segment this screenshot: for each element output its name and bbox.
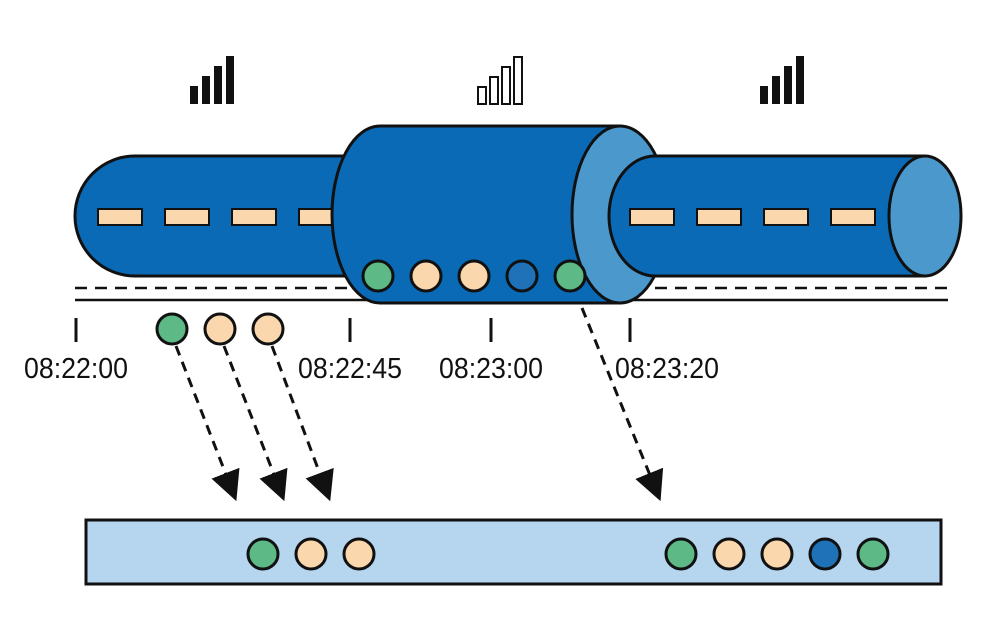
event-peach (203, 312, 237, 346)
event-peach (294, 537, 328, 571)
tick-label: 08:23:00 (439, 353, 543, 385)
tick-label: 08:23:20 (615, 353, 719, 385)
pipe-right (607, 154, 963, 278)
pipe-right-dashes (629, 208, 876, 226)
pending-event-group (155, 312, 285, 346)
flow-arrow (270, 345, 334, 502)
signal-strong-left-icon (190, 56, 234, 104)
buffer-event-group-2 (664, 537, 890, 571)
signal-strong-right-icon (760, 56, 804, 104)
event-peach (409, 259, 443, 293)
event-peach (712, 537, 746, 571)
event-peach (457, 259, 491, 293)
flow-arrow (580, 307, 664, 502)
flow-arrow (174, 345, 240, 502)
event-blue (808, 537, 842, 571)
event-peach (342, 537, 376, 571)
flow-arrow (222, 345, 288, 502)
event-green (856, 537, 890, 571)
tick-label: 08:22:00 (24, 353, 128, 385)
event-green (246, 537, 280, 571)
event-green (361, 259, 395, 293)
pipe-left (73, 154, 352, 278)
tunnel-event-group (361, 259, 587, 293)
event-green (664, 537, 698, 571)
event-peach (760, 537, 794, 571)
event-buffer (84, 518, 943, 586)
flow-arrows (174, 307, 664, 502)
tick-label: 08:22:45 (298, 353, 402, 385)
event-green (155, 312, 189, 346)
buffer-event-group-1 (246, 537, 376, 571)
signal-weak-middle-icon (477, 56, 523, 105)
event-peach (251, 312, 285, 346)
event-blue (505, 259, 539, 293)
event-green (553, 259, 587, 293)
timeline: 08:22:00 08:22:45 08:23:00 08:23:20 (24, 318, 719, 385)
pipe-left-dashes (97, 208, 344, 226)
